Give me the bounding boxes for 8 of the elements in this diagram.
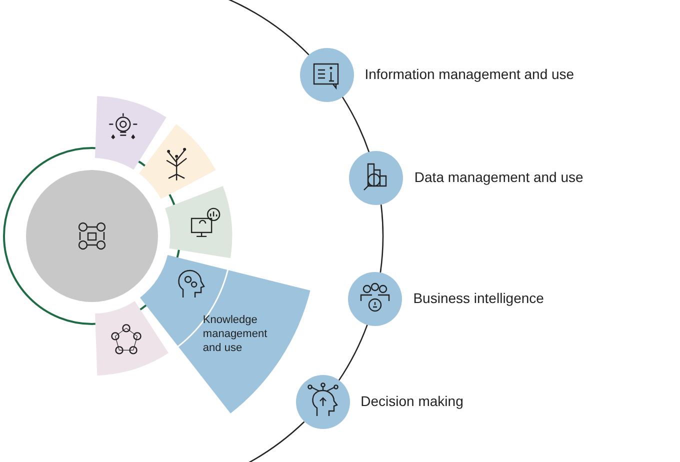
item-label: Business intelligence [413, 290, 544, 306]
item-label: Data management and use [414, 169, 584, 185]
connector-line [380, 204, 384, 273]
item-label: Decision making [360, 393, 464, 409]
sector-label: Knowledge management and use [202, 313, 268, 356]
connector-line [338, 324, 368, 381]
item-label: Information management and use [364, 66, 574, 82]
connector-line [342, 96, 370, 152]
